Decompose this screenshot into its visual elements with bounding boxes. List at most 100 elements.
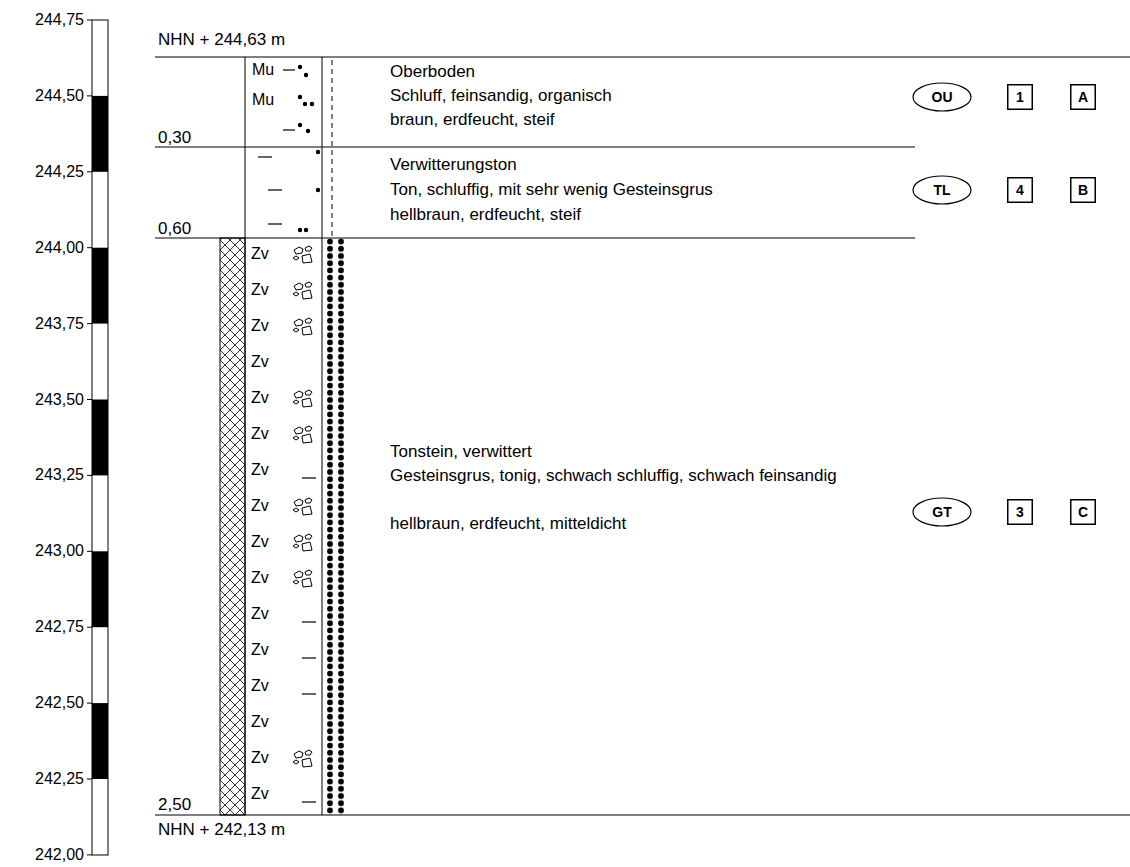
layer-description: Oberboden bbox=[390, 62, 475, 82]
clay-dash bbox=[258, 156, 272, 157]
symbol-text: 4 bbox=[1016, 183, 1024, 197]
clay-dash bbox=[302, 477, 316, 478]
rock-fragment bbox=[293, 750, 312, 767]
soil-symbol: Zv bbox=[250, 568, 270, 587]
soil-symbol: Mu bbox=[251, 90, 275, 109]
soil-group-symbol: TL bbox=[912, 175, 972, 205]
scale-segment bbox=[92, 551, 108, 627]
elevation-label: 243,50 bbox=[0, 390, 84, 409]
rock-fragment bbox=[293, 570, 312, 587]
rock-fragment bbox=[293, 246, 312, 263]
soil-symbol: Zv bbox=[250, 712, 270, 731]
elevation-bottom: NHN + 242,13 m bbox=[158, 820, 285, 840]
silt-dash bbox=[283, 69, 295, 70]
scale-segment bbox=[92, 400, 108, 476]
layer-description: Schluff, feinsandig, organisch bbox=[390, 86, 612, 106]
rock-fragment bbox=[293, 498, 312, 515]
scale-segment bbox=[92, 96, 108, 172]
layer-description: braun, erdfeucht, steif bbox=[390, 110, 554, 130]
soil-symbol: Zv bbox=[250, 388, 270, 407]
silt-dash bbox=[283, 129, 295, 130]
elevation-label: 244,00 bbox=[0, 238, 84, 257]
rock-fragment bbox=[293, 390, 312, 407]
elevation-label: 242,75 bbox=[0, 617, 84, 636]
symbol-text: GT bbox=[932, 505, 951, 519]
scale-tick bbox=[87, 247, 92, 248]
scale-tick bbox=[87, 551, 92, 552]
elevation-label: 242,25 bbox=[0, 769, 84, 788]
soil-symbol: Zv bbox=[250, 424, 270, 443]
rock-fragment bbox=[293, 426, 312, 443]
rock-fragment bbox=[293, 282, 312, 299]
elevation-label: 243,75 bbox=[0, 314, 84, 333]
soil-symbol: Zv bbox=[250, 640, 270, 659]
clay-dash bbox=[302, 801, 316, 802]
layer-description: Ton, schluffig, mit sehr wenig Gesteinsg… bbox=[390, 180, 713, 200]
silt-dot bbox=[306, 129, 309, 132]
elevation-label: 243,00 bbox=[0, 541, 84, 560]
scale-tick bbox=[87, 779, 92, 780]
soil-class-box: 3 bbox=[1007, 499, 1033, 525]
elevation-label: 244,25 bbox=[0, 162, 84, 181]
scale-tick bbox=[87, 854, 92, 855]
depth-label: 0,30 bbox=[158, 128, 191, 148]
clay-dash bbox=[302, 693, 316, 694]
symbol-text: 3 bbox=[1016, 505, 1024, 519]
grus-dot bbox=[316, 150, 319, 153]
silt-dot bbox=[298, 123, 301, 126]
silt-dot bbox=[298, 95, 301, 98]
elevation-label: 242,00 bbox=[0, 845, 84, 864]
soil-symbol: Zv bbox=[250, 748, 270, 767]
soil-symbol: Zv bbox=[250, 280, 270, 299]
clay-dash bbox=[302, 621, 316, 622]
soil-symbol: Zv bbox=[250, 784, 270, 803]
symbol-text: TL bbox=[933, 183, 950, 197]
soil-symbol: Zv bbox=[250, 460, 270, 479]
elevation-label: 244,50 bbox=[0, 86, 84, 105]
silt-dot bbox=[304, 73, 307, 76]
scale-segment bbox=[92, 703, 108, 779]
scale-tick bbox=[87, 475, 92, 476]
soil-group-symbol: GT bbox=[912, 497, 972, 527]
scale-tick bbox=[87, 703, 92, 704]
homogeneous-area-box: A bbox=[1070, 84, 1096, 110]
silt-dot bbox=[303, 102, 306, 105]
soil-symbol: Mu bbox=[251, 60, 275, 79]
clay-dash bbox=[302, 657, 316, 658]
soil-symbol: Zv bbox=[250, 496, 270, 515]
soil-symbol: Zv bbox=[250, 532, 270, 551]
scale-tick bbox=[87, 95, 92, 96]
rock-fragment bbox=[293, 318, 312, 335]
homogeneous-area-box: B bbox=[1070, 177, 1096, 203]
clay-dash bbox=[268, 223, 282, 224]
soil-symbol: Zv bbox=[250, 244, 270, 263]
grus-dot bbox=[304, 228, 307, 231]
scale-tick bbox=[87, 20, 92, 21]
rock-fragment bbox=[293, 534, 312, 551]
silt-dot bbox=[298, 65, 301, 68]
soil-symbol: Zv bbox=[250, 352, 270, 371]
soil-symbol: Zv bbox=[250, 316, 270, 335]
scale-tick bbox=[87, 323, 92, 324]
elevation-label: 244,75 bbox=[0, 10, 84, 29]
grus-dot bbox=[298, 228, 301, 231]
layer-description: Verwitterungston bbox=[390, 155, 517, 175]
layer-description: Gesteinsgrus, tonig, schwach schluffig, … bbox=[390, 466, 890, 486]
layer-description: hellbraun, erdfeucht, steif bbox=[390, 205, 581, 225]
elevation-label: 242,50 bbox=[0, 693, 84, 712]
scale-tick bbox=[87, 627, 92, 628]
symbol-text: B bbox=[1078, 183, 1088, 197]
elevation-top: NHN + 244,63 m bbox=[158, 30, 285, 50]
silt-dot bbox=[310, 102, 313, 105]
symbol-text: A bbox=[1078, 90, 1088, 104]
layer-description: Tonstein, verwittert bbox=[390, 442, 532, 462]
scale-segment bbox=[92, 248, 108, 324]
elevation-label: 243,25 bbox=[0, 465, 84, 484]
symbol-text: C bbox=[1078, 505, 1088, 519]
symbol-text: 1 bbox=[1016, 90, 1024, 104]
soil-class-box: 1 bbox=[1007, 84, 1033, 110]
soil-class-box: 4 bbox=[1007, 177, 1033, 203]
grus-dot bbox=[316, 188, 319, 191]
scale-tick bbox=[87, 171, 92, 172]
